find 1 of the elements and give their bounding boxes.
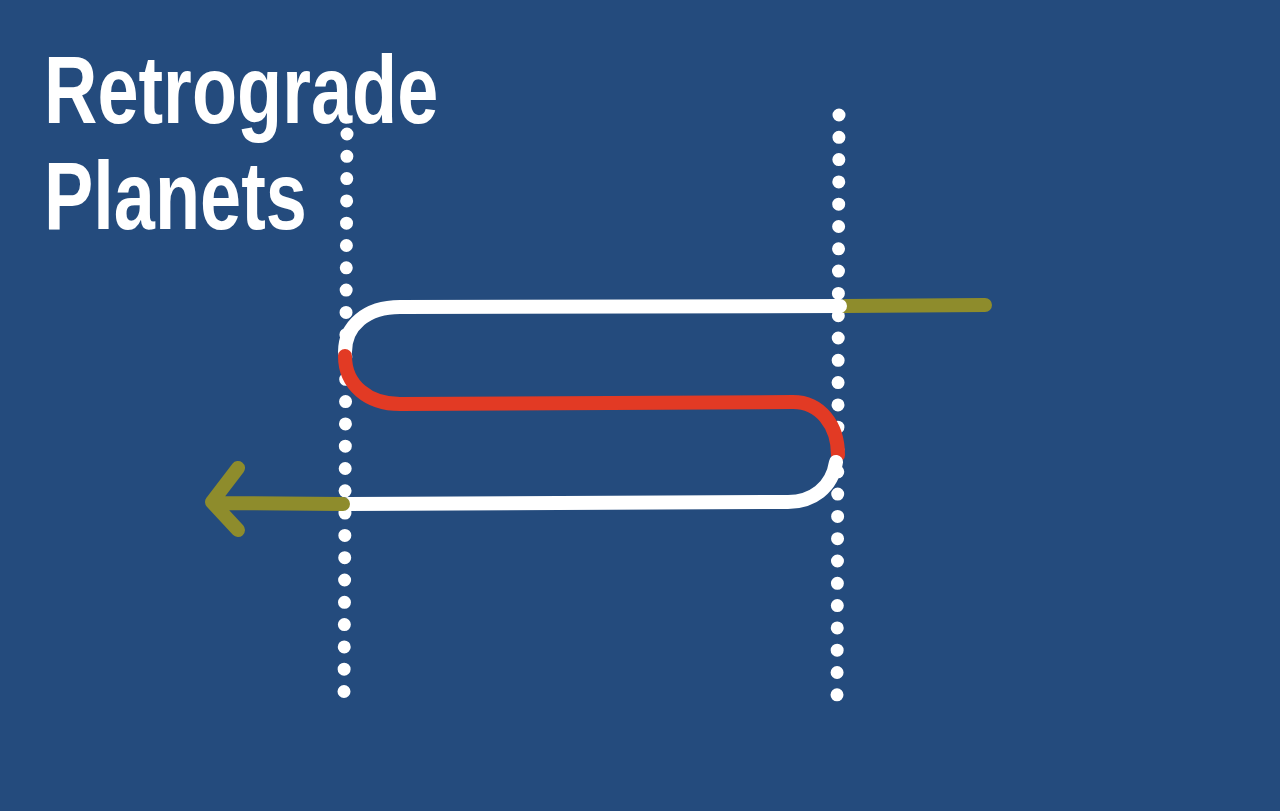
title: Retrograde Planets bbox=[44, 37, 440, 249]
